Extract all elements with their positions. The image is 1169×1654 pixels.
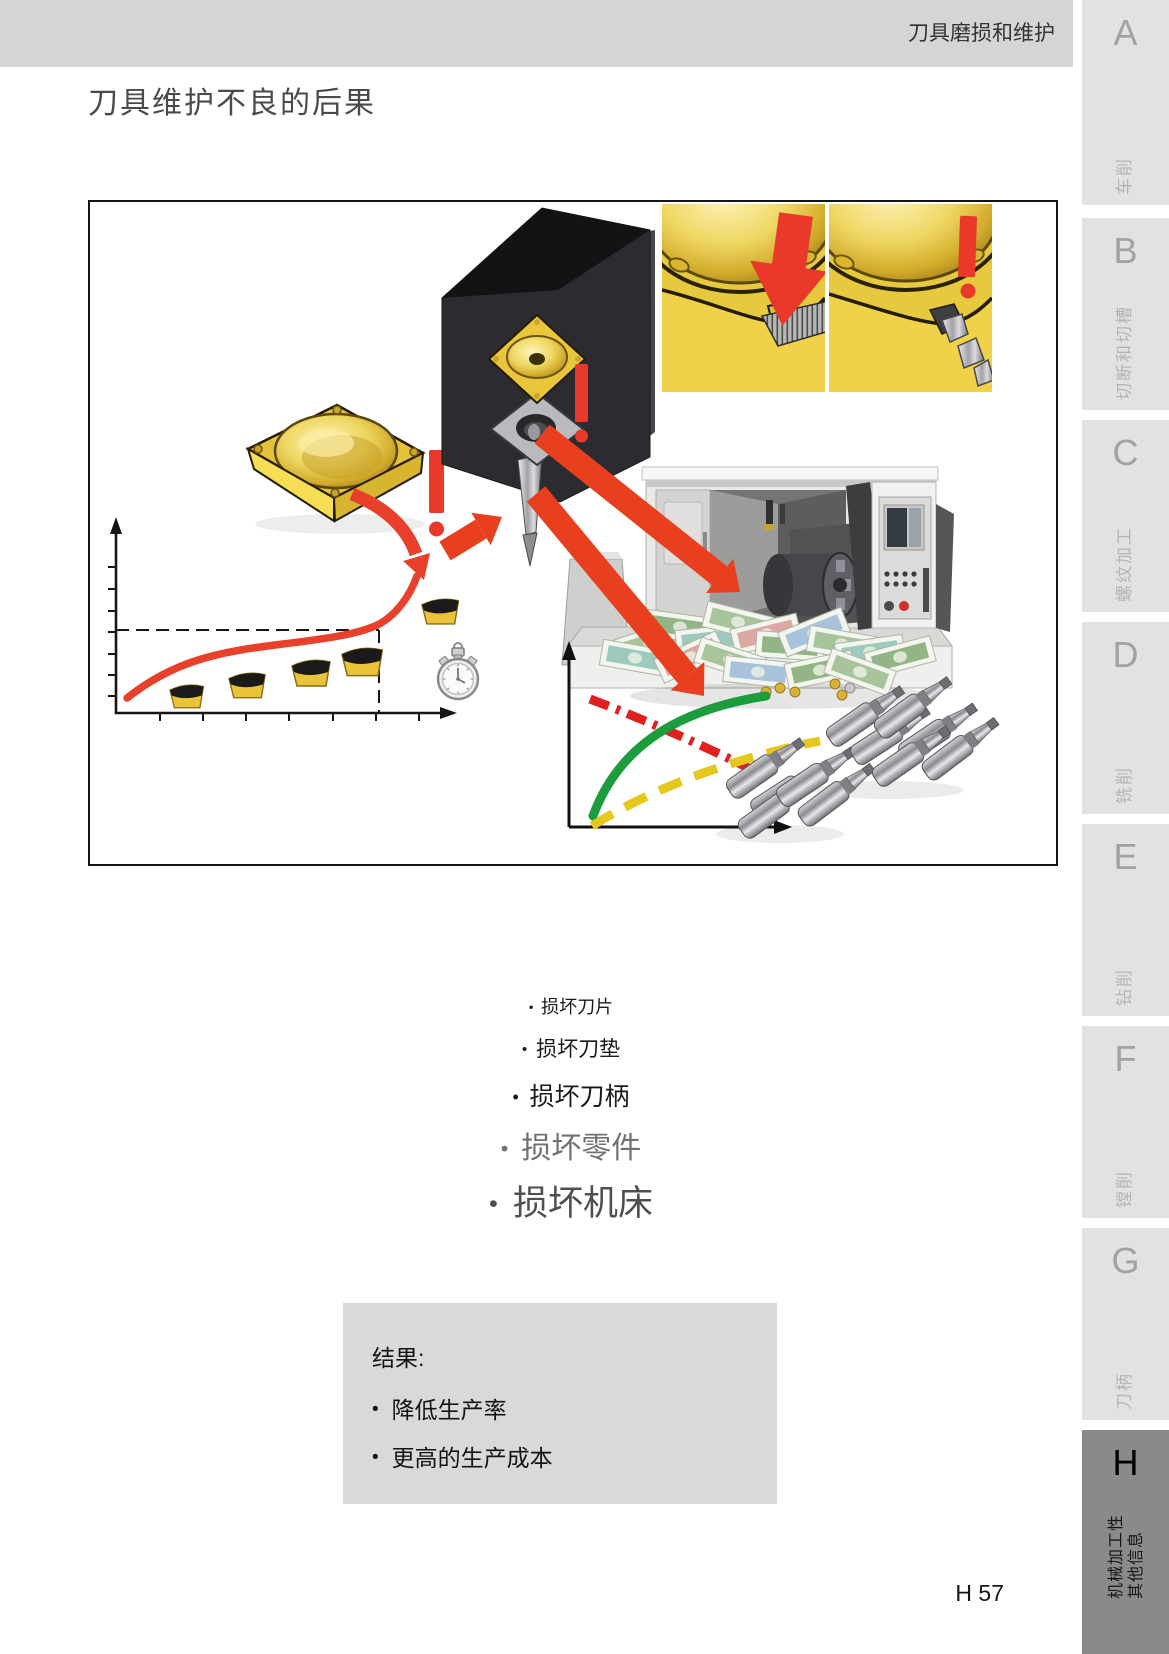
exclamation-icon — [958, 215, 978, 299]
sidebar-tab-turning[interactable]: A 车削 — [1082, 0, 1169, 205]
consequence-label: 损坏零件 — [521, 1132, 642, 1165]
right-arrow-icon — [439, 512, 502, 561]
loose-insert-illustration — [245, 403, 426, 534]
bullet-icon: • — [500, 1135, 509, 1161]
screen — [887, 508, 907, 547]
bullet-icon: • — [372, 1399, 379, 1420]
consequence-label: 损坏刀片 — [541, 997, 614, 1017]
insert-closeup-wear — [662, 204, 825, 392]
consequence-item-holder: • 损坏刀柄 — [88, 1081, 1054, 1114]
insert-closeup-breakage — [829, 204, 992, 392]
tab-letter: F — [1114, 1038, 1137, 1079]
consequences-illustration — [88, 200, 1058, 866]
tab-label: 钻削 — [1114, 968, 1134, 1006]
tab-letter: D — [1112, 634, 1139, 675]
sidebar-tab-toolholding[interactable]: G 刀柄 — [1082, 1228, 1169, 1420]
section-header-title: 刀具磨损和维护 — [908, 21, 1055, 45]
chuck — [763, 552, 858, 618]
sidebar-tab-threading[interactable]: C 螺纹加工 — [1082, 420, 1169, 612]
rising-green-curve — [588, 691, 771, 821]
mounted-insert — [487, 313, 587, 405]
consequence-item-parts: • 损坏零件 — [88, 1129, 1054, 1168]
section-header-bar: 刀具磨损和维护 — [0, 0, 1073, 67]
tab-letter: A — [1113, 12, 1138, 53]
sidebar-tab-machinability-info[interactable]: H 机械加工性 其他信息 — [1082, 1430, 1169, 1654]
tab-label: 镗削 — [1114, 1170, 1134, 1208]
sidebar-tab-boring[interactable]: F 镗削 — [1082, 1026, 1169, 1218]
sidebar-tab-drilling[interactable]: E 钻削 — [1082, 824, 1169, 1016]
bullet-icon: • — [372, 1447, 379, 1469]
tab-label: 螺纹加工 — [1114, 526, 1134, 602]
tab-label: 刀柄 — [1114, 1372, 1134, 1410]
worn-insert-3 — [291, 659, 331, 687]
down-arrow-icon — [750, 212, 825, 326]
consequence-item-insert: • 损坏刀片 — [88, 996, 1054, 1019]
tab-letter: G — [1111, 1240, 1140, 1281]
control-panel — [878, 496, 932, 620]
result-item-cost: • 更高的生产成本 — [372, 1443, 757, 1474]
tab-letter: E — [1113, 836, 1138, 877]
arrow-to-machine-icon — [534, 424, 740, 593]
arrow-to-money-icon — [526, 486, 705, 696]
bullet-icon: • — [489, 1189, 498, 1218]
worn-insert-2 — [228, 672, 266, 699]
tab-letter: C — [1112, 432, 1139, 473]
tab-label: 铣削 — [1114, 766, 1134, 804]
result-item-productivity: • 降低生产率 — [372, 1395, 757, 1426]
emergency-button — [899, 601, 909, 611]
curved-arrow-head — [403, 553, 430, 580]
sidebar-tab-parting-grooving[interactable]: B 切断和切槽 — [1082, 218, 1169, 410]
consequence-label: 损坏刀柄 — [529, 1083, 630, 1111]
sidebar-tab-milling[interactable]: D 铣削 — [1082, 622, 1169, 814]
page-number: H 57 — [955, 1580, 1004, 1606]
tab-label: 机械加工性 其他信息 — [1107, 1513, 1144, 1599]
stopwatch-icon — [436, 642, 480, 701]
exclamation-icon — [429, 450, 444, 537]
tab-letter: B — [1113, 230, 1138, 271]
result-label: 降低生产率 — [391, 1397, 507, 1423]
result-heading: 结果: — [372, 1345, 425, 1371]
worn-insert-5 — [421, 598, 460, 625]
wear-curve — [123, 572, 421, 702]
result-label: 更高的生产成本 — [391, 1445, 553, 1472]
exclamation-icon — [575, 364, 588, 443]
page-title: 刀具维护不良的后果 — [88, 87, 376, 120]
consequence-label: 损坏机床 — [512, 1184, 653, 1223]
consequence-item-machine: • 损坏机床 — [88, 1181, 1054, 1227]
bullet-icon: • — [521, 1041, 528, 1059]
result-box: 结果: • 降低生产率 • 更高的生产成本 — [343, 1303, 777, 1504]
consequence-item-shim: • 损坏刀垫 — [88, 1036, 1054, 1063]
worn-insert-1 — [169, 684, 205, 709]
curved-arrow-icon — [349, 487, 423, 557]
tool-wear-chart — [108, 517, 480, 721]
tab-label: 切断和切槽 — [1114, 305, 1134, 400]
worn-insert-4 — [341, 647, 384, 677]
illustration-canvas — [108, 204, 1004, 843]
tab-letter: H — [1112, 1442, 1139, 1483]
bullet-icon: • — [528, 999, 534, 1015]
collets-pile — [716, 670, 1004, 843]
consequence-label: 损坏刀垫 — [536, 1038, 621, 1061]
tab-label: 车削 — [1114, 157, 1134, 195]
bullet-icon: • — [512, 1086, 519, 1107]
